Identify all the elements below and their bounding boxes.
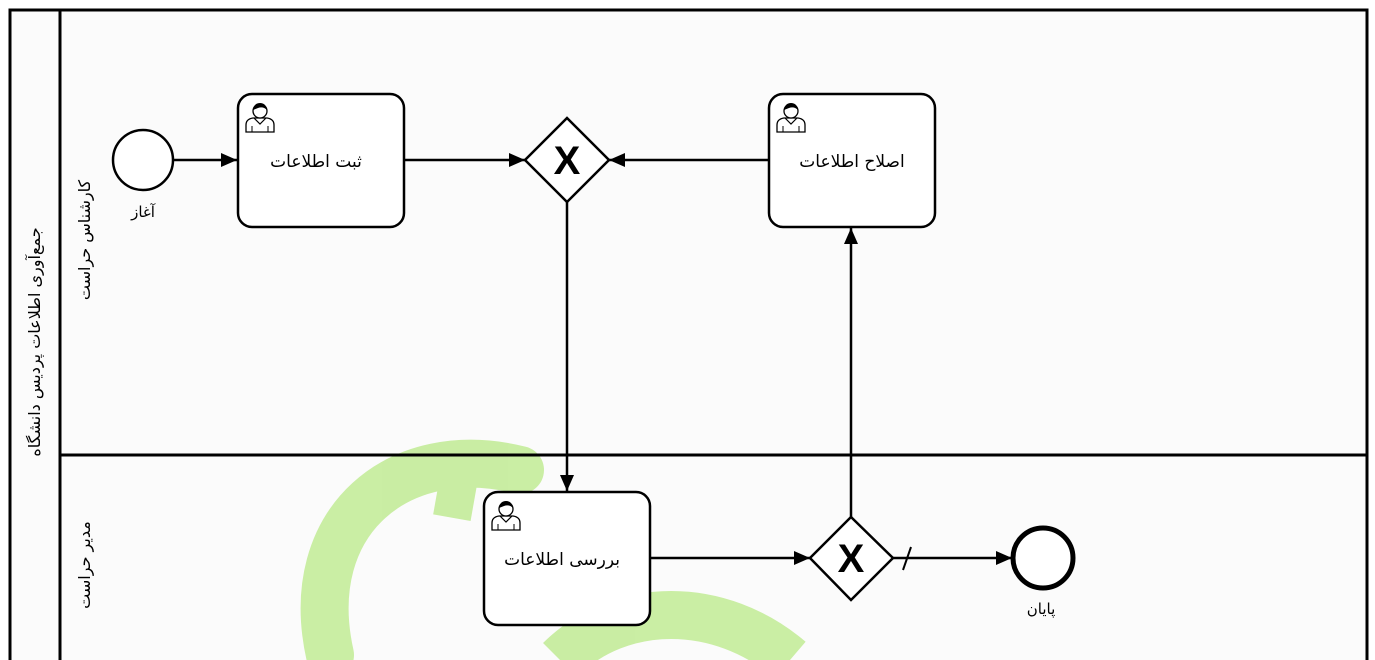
task-correct-label: اصلاح اطلاعات: [799, 152, 904, 172]
gateway-merge-marker: X: [554, 139, 581, 183]
end-event[interactable]: پایان: [1010, 525, 1076, 619]
lane-title-manager: مدیر حراست: [75, 521, 95, 609]
gateway-decision-marker: X: [838, 537, 865, 581]
task-review[interactable]: بررسی اطلاعات: [482, 490, 652, 627]
pool-background: [10, 10, 1367, 660]
task-correct[interactable]: اصلاح اطلاعات: [767, 92, 937, 229]
end-event-label: پایان: [1027, 600, 1056, 619]
lane-manager: مدیر حراست: [75, 521, 95, 609]
default-flow-marker: [902, 546, 912, 571]
task-register-label: ثبت اطلاعات: [270, 152, 362, 172]
user-icon: [245, 103, 275, 133]
lane-expert: کارشناس حراست: [60, 180, 1367, 457]
lane-title-expert: کارشناس حراست: [75, 180, 95, 301]
gateway-merge[interactable]: X: [523, 116, 611, 204]
user-icon: [491, 501, 521, 531]
pool: جمع‌آوری اطلاعات پردیس دانشگاه: [8, 8, 1369, 660]
task-register[interactable]: ثبت اطلاعات: [236, 92, 406, 229]
sequence-flows: [173, 153, 1012, 571]
start-event-label: آغاز: [130, 203, 156, 221]
user-icon: [776, 103, 806, 133]
gateway-decision[interactable]: X: [808, 515, 895, 602]
watermark: [300, 439, 806, 660]
task-review-label: بررسی اطلاعات: [504, 550, 620, 570]
pool-title: جمع‌آوری اطلاعات پردیس دانشگاه: [25, 227, 45, 456]
start-event[interactable]: آغاز: [111, 128, 175, 221]
